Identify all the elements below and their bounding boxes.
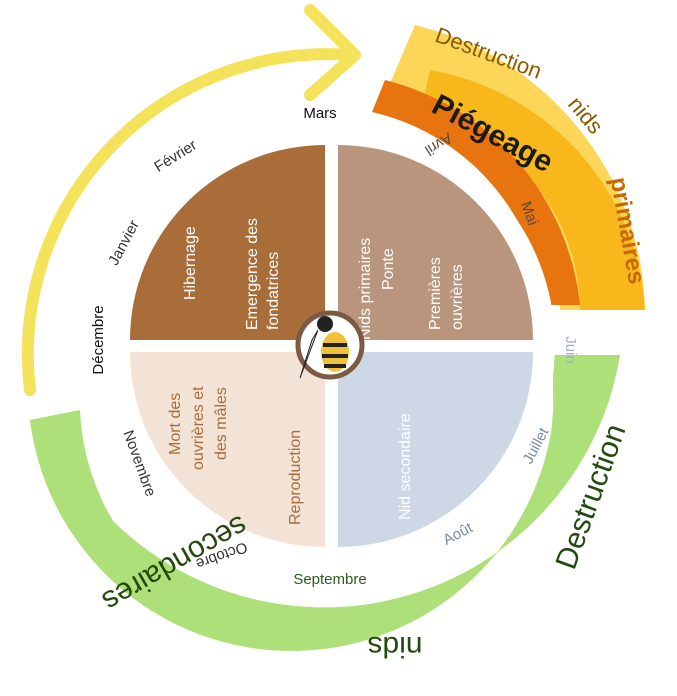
month-decembre: Décembre — [90, 305, 107, 374]
month-septembre: Septembre — [293, 571, 366, 588]
quadrant-hibernation — [130, 145, 325, 340]
month-mars: Mars — [303, 105, 336, 122]
secondary-nest-label: Nid secondaire — [397, 413, 414, 520]
hornet-icon — [295, 310, 365, 380]
quadrant-labels: Hibernage Emergence des fondatrices Nids… — [182, 218, 466, 520]
hibernation-label-1: Hibernage — [182, 226, 199, 300]
quadrant-primary-nest — [338, 145, 533, 340]
reproduction-label-3: ouvrières et — [190, 386, 207, 470]
quadrant-labels-dark: Reproduction Mort des ouvrières et des m… — [167, 386, 304, 525]
hibernation-label-2: Emergence des — [244, 218, 261, 330]
primary-nest-label-1: Nids primaires — [357, 238, 374, 340]
secondary-destruction-band-outer — [30, 355, 620, 651]
hibernation-label-3: fondatrices — [265, 252, 282, 330]
quadrants — [130, 145, 533, 547]
quadrant-reproduction — [130, 352, 325, 547]
month-juin: Juin — [562, 336, 579, 364]
primary-nest-label-3: Premières — [427, 257, 444, 330]
reproduction-label-4: des mâles — [213, 387, 230, 460]
primary-nest-label-2: Ponte — [380, 248, 397, 290]
secondary-destruction-word2: nids — [367, 630, 422, 663]
quadrant-secondary-nest — [338, 352, 533, 547]
year-arrow — [21, 4, 361, 396]
trapping-band — [372, 80, 580, 305]
reproduction-label-1: Reproduction — [287, 430, 304, 525]
primary-nest-label-4: ouvrières — [449, 264, 466, 330]
reproduction-label-2: Mort des — [167, 393, 184, 455]
